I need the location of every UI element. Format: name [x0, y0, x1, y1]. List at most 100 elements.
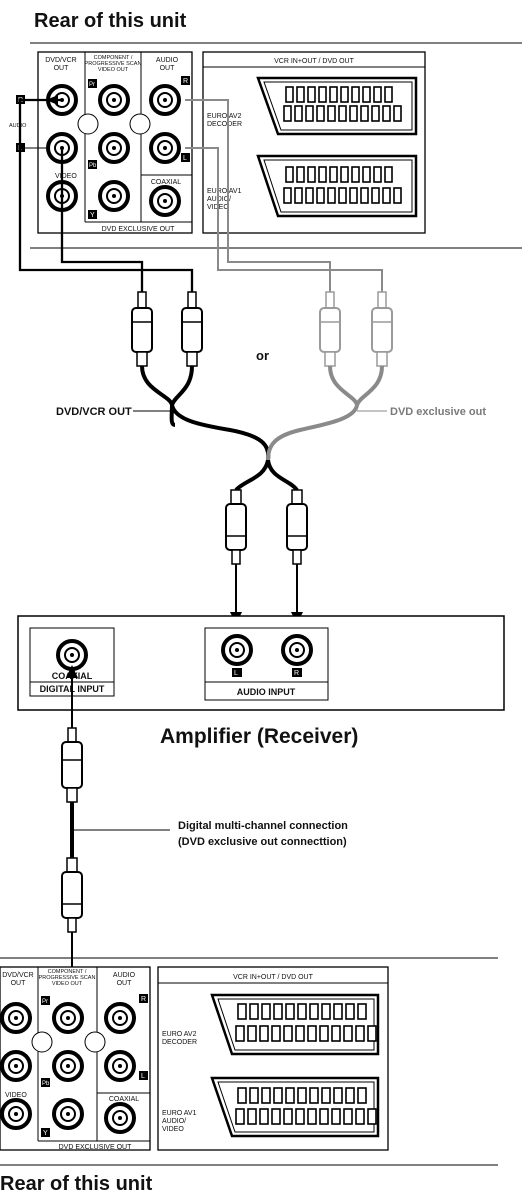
- top-y-text: Y: [90, 212, 95, 219]
- bottom-audioout-l-jack: [104, 1050, 136, 1082]
- top-euro-av1-label-2: AUDIO/: [207, 196, 231, 203]
- top-component-label-2: PROGRESSIVE SCAN: [85, 61, 142, 67]
- top-component-label-3: VIDEO OUT: [98, 67, 129, 73]
- bottom-dvdvcr-video-jack: [0, 1098, 32, 1130]
- label-dvdvcr-out: DVD/VCR OUT: [56, 406, 132, 418]
- scart-pin: [307, 1025, 317, 1042]
- scart-pin: [285, 1087, 295, 1104]
- rca-plug-gray-left: [319, 291, 341, 367]
- scart-pin: [393, 105, 402, 122]
- top-video-label: VIDEO: [55, 173, 77, 180]
- scart-pin: [296, 86, 305, 103]
- scart-pin: [318, 86, 327, 103]
- scart-pin: [355, 1108, 365, 1125]
- scart-pin: [273, 1087, 283, 1104]
- scart-pin: [367, 1025, 377, 1042]
- scart-pin: [283, 187, 292, 204]
- top-pb-badge: [88, 160, 97, 169]
- bottom-audioout-label-2: OUT: [117, 980, 133, 987]
- scart-pin: [355, 1025, 365, 1042]
- rca-plug-amp-right: [286, 489, 308, 624]
- scart-pin: [351, 86, 360, 103]
- top-pr-badge: [88, 79, 97, 88]
- top-coaxial-jack: [149, 185, 181, 217]
- amp-audio-r-jack: [281, 634, 313, 666]
- top-euro-av2-label-2: DECODER: [207, 121, 242, 128]
- scart-pin: [362, 86, 371, 103]
- scart-pin: [237, 1003, 247, 1020]
- scart-pin: [382, 187, 391, 204]
- scart-pin: [360, 105, 369, 122]
- top-dvdvcr-label-2: OUT: [54, 65, 70, 72]
- bottom-pb-jack: [52, 1050, 84, 1082]
- bottom-audioout-r-text: R: [141, 996, 146, 1003]
- top-audioout-label-1: AUDIO: [156, 57, 179, 64]
- bottom-euro-av1-label-3: VIDEO: [162, 1126, 184, 1133]
- scart-pin: [307, 86, 316, 103]
- amp-audio-l-jack: [221, 634, 253, 666]
- top-vcr-inout-label: VCR IN+OUT / DVD OUT: [274, 58, 355, 65]
- top-dvd-exclusive-label: DVD EXCLUSIVE OUT: [102, 226, 175, 233]
- scart-pin: [247, 1025, 257, 1042]
- bottom-dvdvcr-l-jack: [0, 1050, 32, 1082]
- scart-pin: [321, 1003, 331, 1020]
- scart-pin: [295, 1108, 305, 1125]
- bottom-euro-av2-label-1: EURO AV2: [162, 1031, 197, 1038]
- scart-pin: [297, 1003, 307, 1020]
- scart-pin: [261, 1087, 271, 1104]
- scart-pin: [321, 1087, 331, 1104]
- scart-pin: [393, 187, 402, 204]
- bottom-component-label-2: PROGRESSIVE SCAN: [39, 975, 96, 981]
- scart-pin: [297, 1087, 307, 1104]
- heading-rear-bottom: Rear of this unit: [0, 1173, 153, 1195]
- scart-pin: [285, 86, 294, 103]
- scart-pin: [371, 187, 380, 204]
- top-audio-label: AUDIO: [9, 123, 27, 129]
- bottom-euro-av1-label-1: EURO AV1: [162, 1110, 197, 1117]
- scart-pin: [329, 86, 338, 103]
- bottom-pr-text: Pr: [42, 999, 48, 1005]
- scart-pin: [343, 1108, 353, 1125]
- scart-pin: [333, 1087, 343, 1104]
- amp-l-text: L: [234, 670, 238, 677]
- scart-pin: [360, 187, 369, 204]
- top-audioout-l-jack: [149, 132, 181, 164]
- top-audioout-r-text: R: [183, 78, 188, 85]
- scart-pin: [371, 105, 380, 122]
- scart-pin: [307, 166, 316, 183]
- top-y-badge: [88, 210, 97, 219]
- scart-pin: [237, 1087, 247, 1104]
- bottom-pb-text: Pb: [42, 1081, 50, 1087]
- bottom-coaxial-label: COAXIAL: [109, 1096, 139, 1103]
- bottom-coaxial-jack: [104, 1102, 136, 1134]
- scart-pin: [338, 105, 347, 122]
- bottom-dvdvcr-label-2: OUT: [11, 980, 27, 987]
- scart-pin: [316, 105, 325, 122]
- scart-pin: [384, 166, 393, 183]
- scart-pin: [349, 187, 358, 204]
- rca-plug-gray-right: [371, 291, 393, 367]
- top-unit-panel: DVD/VCR OUT COMPONENT / PROGRESSIVE SCAN…: [9, 42, 522, 249]
- top-component-label-1: COMPONENT /: [94, 55, 133, 61]
- scart-pin: [345, 1087, 355, 1104]
- amplifier-panel: COAXIAL DIGITAL INPUT L R AUDIO INPUT: [17, 615, 505, 711]
- scart-pin: [273, 1003, 283, 1020]
- top-audioout-label-2: OUT: [160, 65, 176, 72]
- bottom-audioout-r-badge: [139, 994, 148, 1003]
- bottom-panel-screw-left: [31, 1031, 53, 1053]
- ycable-black: [140, 365, 299, 492]
- scart-pin: [294, 187, 303, 204]
- bottom-vcr-inout-label: VCR IN+OUT / DVD OUT: [233, 974, 314, 981]
- top-euro-av2-label-1: EURO AV2: [207, 113, 242, 120]
- bottom-euro-av1-label-2: AUDIO/: [162, 1118, 186, 1125]
- scart-pin: [305, 105, 314, 122]
- scart-pin: [283, 1108, 293, 1125]
- scart-pin: [249, 1003, 259, 1020]
- scart-pin: [340, 86, 349, 103]
- bottom-audioout-r-jack: [104, 1002, 136, 1034]
- label-digital-line2: (DVD exclusive out connecttion): [178, 836, 347, 848]
- scart-pin: [362, 166, 371, 183]
- scart-pin: [309, 1003, 319, 1020]
- top-audioout-l-text: L: [183, 155, 187, 162]
